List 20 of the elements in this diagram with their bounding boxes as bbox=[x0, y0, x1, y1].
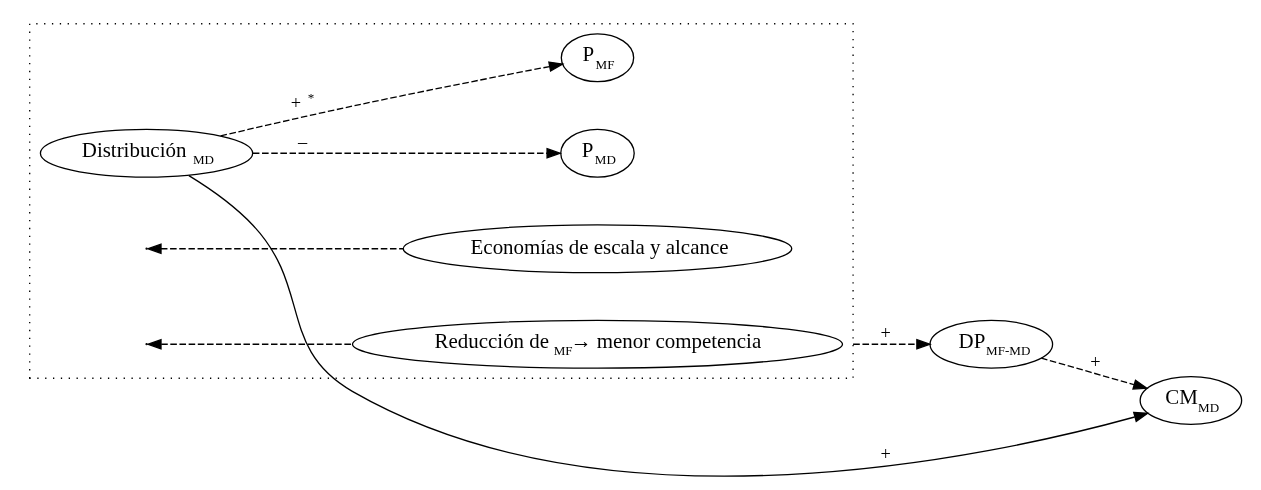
arrow bbox=[852, 338, 932, 350]
node-ellipse: DP$_{MF-MD}$ bbox=[929, 319, 1054, 369]
node-ellipse: P$_{MF}$ bbox=[560, 33, 635, 83]
node-ellipse: Reducción de $_{MF}$→ menor competencia bbox=[351, 319, 844, 369]
edge-label: + bbox=[1090, 352, 1101, 373]
arrow bbox=[145, 338, 353, 350]
node-ellipse: CM$_{MD}$ bbox=[1139, 375, 1243, 426]
edge-label: + bbox=[880, 323, 891, 344]
arrow bbox=[145, 243, 404, 255]
arrow bbox=[252, 147, 563, 159]
node-ellipse: Economías de escala y alcance bbox=[402, 224, 793, 274]
arrow bbox=[188, 174, 1150, 477]
node-ellipse: P$_{MD}$ bbox=[560, 128, 635, 178]
edge-label: + bbox=[880, 443, 891, 464]
arrow bbox=[219, 61, 565, 137]
node-ellipse: Distribución $_{MD}$ bbox=[39, 128, 254, 178]
edge-label: + $^{*}$ bbox=[290, 89, 315, 114]
edge-label: – bbox=[298, 132, 308, 153]
arrow bbox=[1040, 357, 1149, 390]
cluster bbox=[29, 23, 854, 379]
